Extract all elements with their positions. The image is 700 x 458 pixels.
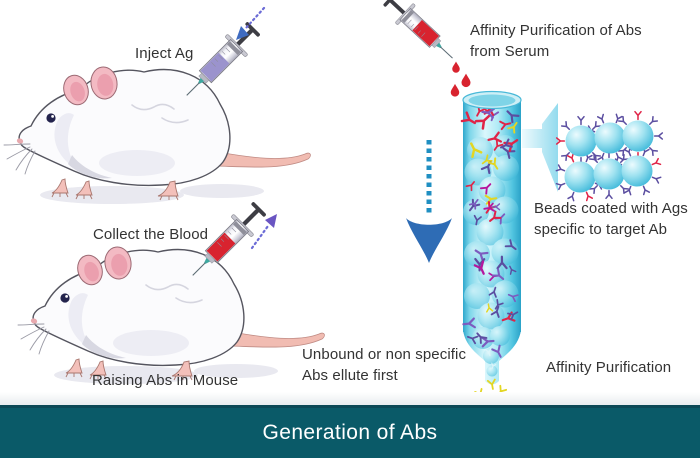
collect-blood-label: Collect the Blood — [93, 226, 209, 243]
bead-icons — [564, 120, 654, 193]
unbound-abs-label: Unbound or non specific Abs ellute first — [302, 346, 467, 384]
page-title: Generation of Abs — [262, 421, 438, 444]
beads-coated-label: Beads coated with Ags specific to target… — [534, 200, 688, 238]
flow-down-arrow-icon — [406, 140, 452, 263]
blood-drop-icons — [450, 61, 471, 97]
serum-syringe-icon — [379, 0, 463, 69]
raising-abs-label: Raising Abs in Mouse — [92, 372, 239, 389]
withdraw-direction-arrow-icon — [250, 214, 277, 250]
beads-detail-illustration — [555, 110, 664, 202]
magnify-callout-icon — [522, 103, 558, 192]
affinity-serum-label: Affinity Purification of Abs from Serum — [470, 22, 642, 60]
affinity-purification-label: Affinity Purification — [546, 359, 672, 376]
mouse-collect-illustration — [17, 244, 326, 385]
mouse-inject-illustration — [3, 64, 312, 205]
inject-direction-arrow-icon — [236, 6, 266, 40]
inject-ag-label: Inject Ag — [135, 45, 194, 62]
ground-shading — [0, 392, 700, 405]
title-banner: Generation of Abs — [0, 405, 700, 458]
